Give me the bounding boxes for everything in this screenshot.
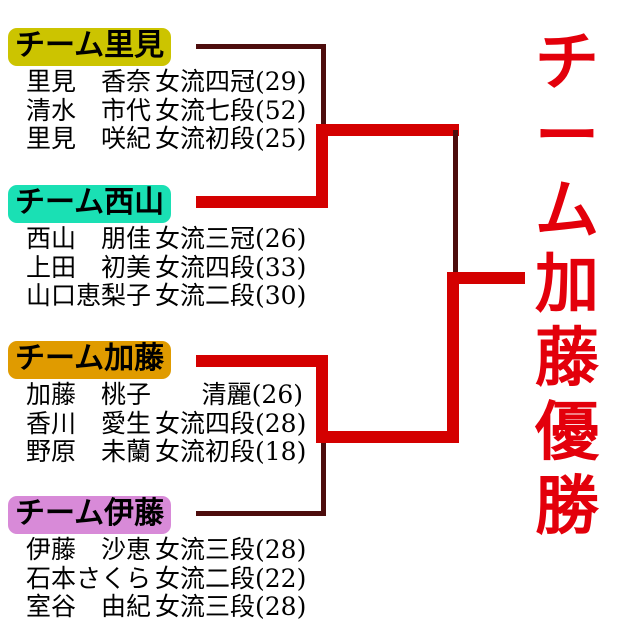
player-name: 室谷 由紀: [25, 592, 151, 621]
player-name: 石本さくら: [25, 563, 151, 593]
bracket-line-champion-horizontal: [447, 272, 525, 284]
player-name: 西山 朋佳: [25, 224, 151, 253]
player-title: 女流三冠(26): [155, 224, 307, 253]
roster-row: 西山 朋佳 女流三冠(26): [8, 224, 308, 254]
player-name: 里見 香奈: [25, 67, 151, 96]
roster-row: 石本さくら 女流二段(22): [8, 563, 308, 594]
player-name: 伊藤 沙恵: [25, 535, 151, 564]
team-label-ito: チーム伊藤: [8, 496, 172, 534]
player-name: 里見 咲紀: [25, 124, 151, 153]
roster-row: 清水 市代 女流七段(52): [8, 95, 308, 126]
champion-title: チ ー ム 加 藤 優 勝: [527, 26, 607, 544]
roster-row: 山口恵梨子 女流二段(30): [8, 281, 308, 311]
team-block-nishiyama: チーム西山 西山 朋佳 女流三冠(26) 上田 初美 女流四段(33) 山口恵梨…: [8, 185, 308, 311]
bracket-line-satomi-vertical: [321, 44, 326, 128]
bracket-line-final-upper-vertical: [453, 130, 458, 272]
player-title: 女流四冠(29): [155, 67, 307, 96]
roster-row: 里見 香奈 女流四冠(29): [8, 67, 308, 97]
team-block-ito: チーム伊藤 伊藤 沙恵 女流三段(28) 石本さくら 女流二段(22) 室谷 由…: [8, 496, 308, 622]
player-name: 野原 未蘭: [25, 437, 151, 466]
player-title: 女流二段(30): [155, 281, 307, 310]
bracket-line-lower-advance: [316, 431, 459, 443]
player-title: 女流三段(28): [155, 592, 307, 621]
champion-char: 加: [535, 247, 599, 322]
player-title: 女流三段(28): [155, 535, 307, 564]
champion-char: 勝: [535, 469, 599, 544]
bracket-line-ito-horizontal: [196, 511, 326, 516]
team-roster-ito: 伊藤 沙恵 女流三段(28) 石本さくら 女流二段(22) 室谷 由紀 女流三段…: [8, 535, 308, 622]
player-name: 香川 愛生: [25, 408, 151, 438]
player-name: 清水 市代: [25, 95, 151, 125]
champion-char: チ: [535, 25, 599, 100]
bracket-line-kato-horizontal: [196, 355, 328, 367]
player-name: 山口恵梨子: [25, 281, 151, 310]
player-name: 上田 初美: [25, 252, 151, 282]
player-title: 女流七段(52): [155, 95, 307, 125]
roster-row: 伊藤 沙恵 女流三段(28): [8, 535, 308, 565]
team-roster-satomi: 里見 香奈 女流四冠(29) 清水 市代 女流七段(52) 里見 咲紀 女流初段…: [8, 67, 308, 154]
player-title: 女流初段(18): [155, 437, 307, 466]
team-label-kato: チーム加藤: [8, 341, 172, 379]
player-title: 女流四段(33): [155, 252, 307, 282]
roster-row: 室谷 由紀 女流三段(28): [8, 592, 308, 622]
champion-char: 優: [535, 395, 599, 470]
roster-row: 里見 咲紀 女流初段(25): [8, 124, 308, 154]
player-title: 女流二段(22): [155, 563, 307, 593]
bracket-line-satomi-horizontal: [196, 44, 326, 49]
team-label-nishiyama: チーム西山: [8, 185, 172, 223]
roster-row: 香川 愛生 女流四段(28): [8, 408, 308, 439]
bracket-line-nishiyama-vertical: [316, 124, 328, 208]
roster-row: 野原 未蘭 女流初段(18): [8, 437, 308, 467]
player-title: 女流初段(25): [155, 124, 307, 153]
champion-char: ー: [535, 99, 599, 174]
bracket-line-kato-vertical: [316, 355, 328, 443]
team-label-satomi: チーム里見: [8, 28, 172, 66]
bracket-line-ito-vertical: [321, 443, 326, 516]
player-title: 清麗(26): [201, 380, 303, 409]
roster-row: 加藤 桃子 清麗(26): [8, 380, 308, 410]
player-title: 女流四段(28): [155, 408, 307, 438]
player-name: 加藤 桃子: [25, 380, 151, 409]
team-roster-nishiyama: 西山 朋佳 女流三冠(26) 上田 初美 女流四段(33) 山口恵梨子 女流二段…: [8, 224, 308, 311]
team-block-satomi: チーム里見 里見 香奈 女流四冠(29) 清水 市代 女流七段(52) 里見 咲…: [8, 28, 308, 154]
team-block-kato: チーム加藤 加藤 桃子 清麗(26) 香川 愛生 女流四段(28) 野原 未蘭 …: [8, 341, 308, 467]
champion-char: ム: [535, 173, 599, 248]
roster-row: 上田 初美 女流四段(33): [8, 252, 308, 283]
bracket-line-upper-advance: [316, 124, 459, 136]
bracket-line-champion-vertical: [447, 272, 459, 437]
champion-char: 藤: [535, 321, 599, 396]
bracket-line-nishiyama-horizontal: [196, 196, 328, 208]
team-roster-kato: 加藤 桃子 清麗(26) 香川 愛生 女流四段(28) 野原 未蘭 女流初段(1…: [8, 380, 308, 467]
